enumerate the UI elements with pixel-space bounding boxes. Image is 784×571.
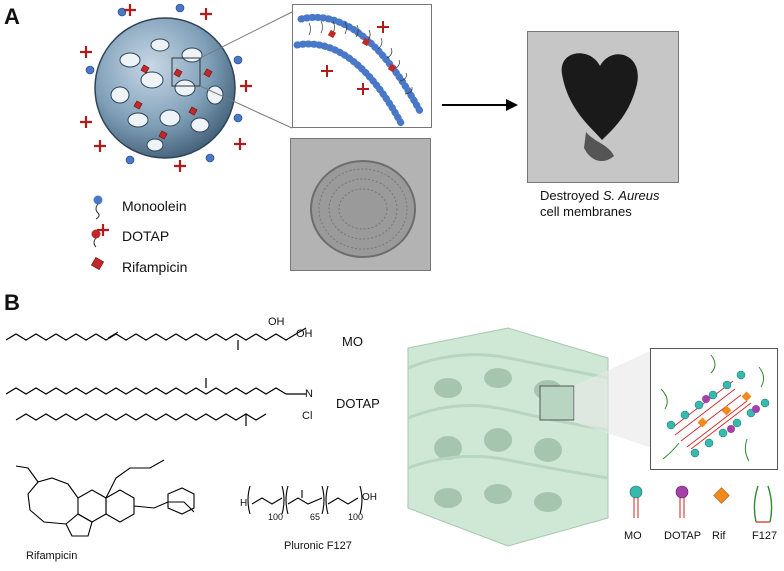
mo-label: MO [342,334,363,349]
legend-mo-label: MO [624,530,642,542]
legend-mo-icon [629,485,643,518]
pluronic-sub3: 100 [348,512,364,522]
mo-structure [6,327,307,350]
legend-dotap-icon [91,224,109,248]
caption-italic: S. Aureus [602,188,660,203]
legend-rifampicin-label: Rifampicin [122,259,188,275]
pluronic-sub2: 65 [310,512,321,522]
legend-rif-label: Rif [712,530,726,542]
legend-dotap-b-label: DOTAP [664,530,702,542]
bilayer-inset [292,4,432,128]
legend-dotap-label: DOTAP [122,228,170,244]
legend-rif-icon [713,487,730,504]
panel-a-letter: A [4,4,20,29]
dotap-cl: Cl [302,410,313,422]
legend-monoolein-label: Monoolein [122,198,187,214]
pluronic-oh: OH [362,492,377,503]
legend-monoolein-icon [93,195,103,220]
legend-f127-label: F127 [752,530,778,542]
caption-prefix: Destroyed [540,188,603,203]
arrow-right [442,99,518,111]
dotap-structure [6,378,306,426]
panel-b-letter: B [4,290,20,315]
bilayer-inset-b [650,348,778,470]
tem-image-cubosome [290,138,431,271]
dotap-label: DOTAP [336,396,380,411]
pluronic-h: H [240,498,248,509]
legend-rifampicin-icon [90,256,105,271]
mo-oh2: OH [296,328,313,340]
bacteria-caption: Destroyed S. Aureus cell membranes [540,188,710,220]
rifampicin-label: Rifampicin [26,550,78,562]
tem-image-destroyed-bacteria [527,31,679,183]
pluronic-sub1: 100 [268,512,284,522]
mo-oh1: OH [268,316,285,328]
bilayer-drawing [293,13,425,127]
zoom-connector-lines [200,11,293,129]
cubosome-particle-illustration [80,3,252,172]
caption-line2: cell membranes [540,204,632,219]
cubic-phase-block [407,327,609,547]
rifampicin-structure [15,459,195,537]
pluronic-label: Pluronic F127 [284,540,352,552]
zoom-beam [574,350,652,448]
legend-dotap-b-icon [675,485,689,518]
legend-f127-icon [753,485,773,523]
dotap-n: N [305,388,313,400]
pluronic-structure [247,485,363,515]
